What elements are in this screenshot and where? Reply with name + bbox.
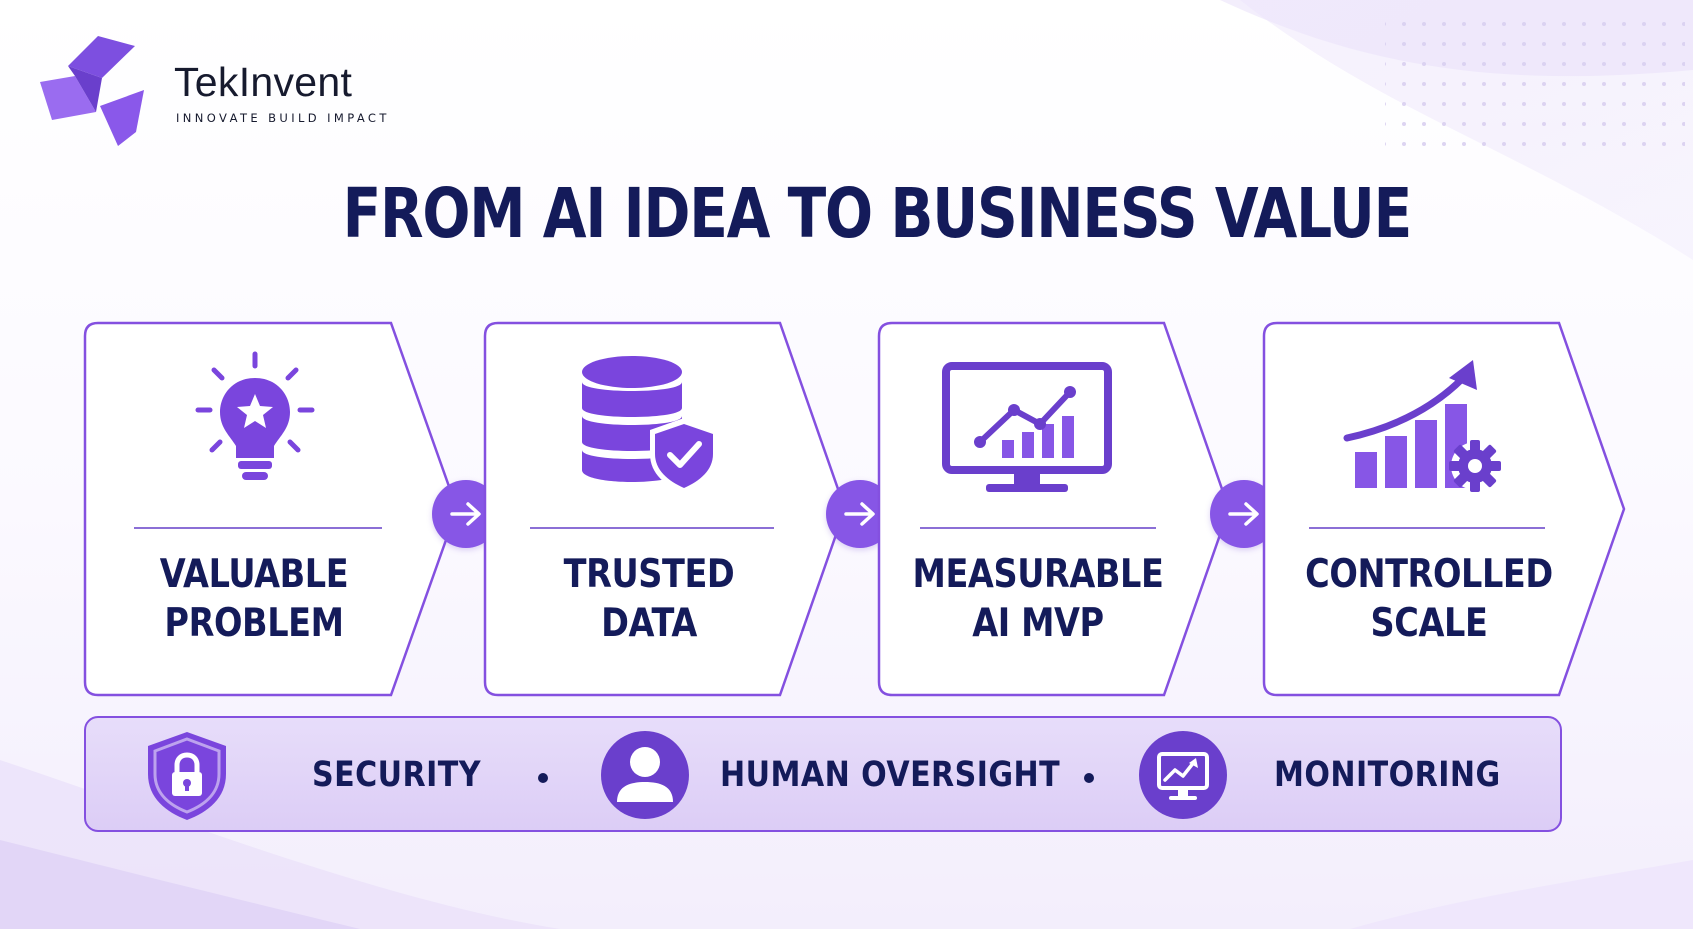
step-label: TRUSTED DATA <box>563 552 735 646</box>
step-divider <box>134 527 382 529</box>
separator-dot <box>538 773 548 783</box>
database-shield-icon <box>582 356 718 494</box>
step-divider <box>530 527 774 529</box>
monitor-trend-icon <box>1139 731 1227 819</box>
step-label: MEASURABLE AI MVP <box>912 552 1164 646</box>
brand-mark-icon <box>40 36 144 146</box>
step-measurable-ai-mvp: MEASURABLE AI MVP <box>877 321 1231 697</box>
step-card-shape <box>483 321 847 697</box>
brand-name: TekInvent <box>174 59 353 105</box>
arrow-right-icon <box>1228 502 1259 526</box>
governance-pillars-bar: SECURITY HUMAN OVERSIGHT MONITORING <box>84 716 1562 832</box>
step-divider <box>920 527 1156 529</box>
lightbulb-star-icon <box>195 351 315 480</box>
pillar-label-monitoring: MONITORING <box>1274 755 1501 795</box>
separator-dot <box>1084 773 1094 783</box>
step-card-shape <box>1262 321 1626 697</box>
step-divider <box>1309 527 1545 529</box>
step-card-shape <box>877 321 1231 697</box>
brand-logo: TekInvent INNOVATE BUILD IMPACT <box>40 36 420 148</box>
step-valuable-problem: VALUABLE PROBLEM <box>83 321 459 697</box>
step-card-shape <box>83 321 459 697</box>
monitor-chart-icon <box>942 362 1112 492</box>
growth-chart-gear-icon <box>1343 360 1501 492</box>
step-label: CONTROLLED SCALE <box>1305 552 1553 646</box>
shield-lock-icon <box>148 732 226 820</box>
arrow-right-icon <box>844 502 875 526</box>
pillar-label-human-oversight: HUMAN OVERSIGHT <box>720 755 1061 795</box>
step-trusted-data: TRUSTED DATA <box>483 321 847 697</box>
arrow-right-icon <box>450 502 481 526</box>
page-title: FROM AI IDEA TO BUSINESS VALUE <box>342 174 1413 254</box>
person-icon <box>601 731 689 819</box>
pillar-label-security: SECURITY <box>312 755 481 795</box>
step-controlled-scale: CONTROLLED SCALE <box>1262 321 1626 697</box>
brand-tagline: INNOVATE BUILD IMPACT <box>176 111 390 125</box>
step-label: VALUABLE PROBLEM <box>159 552 349 646</box>
